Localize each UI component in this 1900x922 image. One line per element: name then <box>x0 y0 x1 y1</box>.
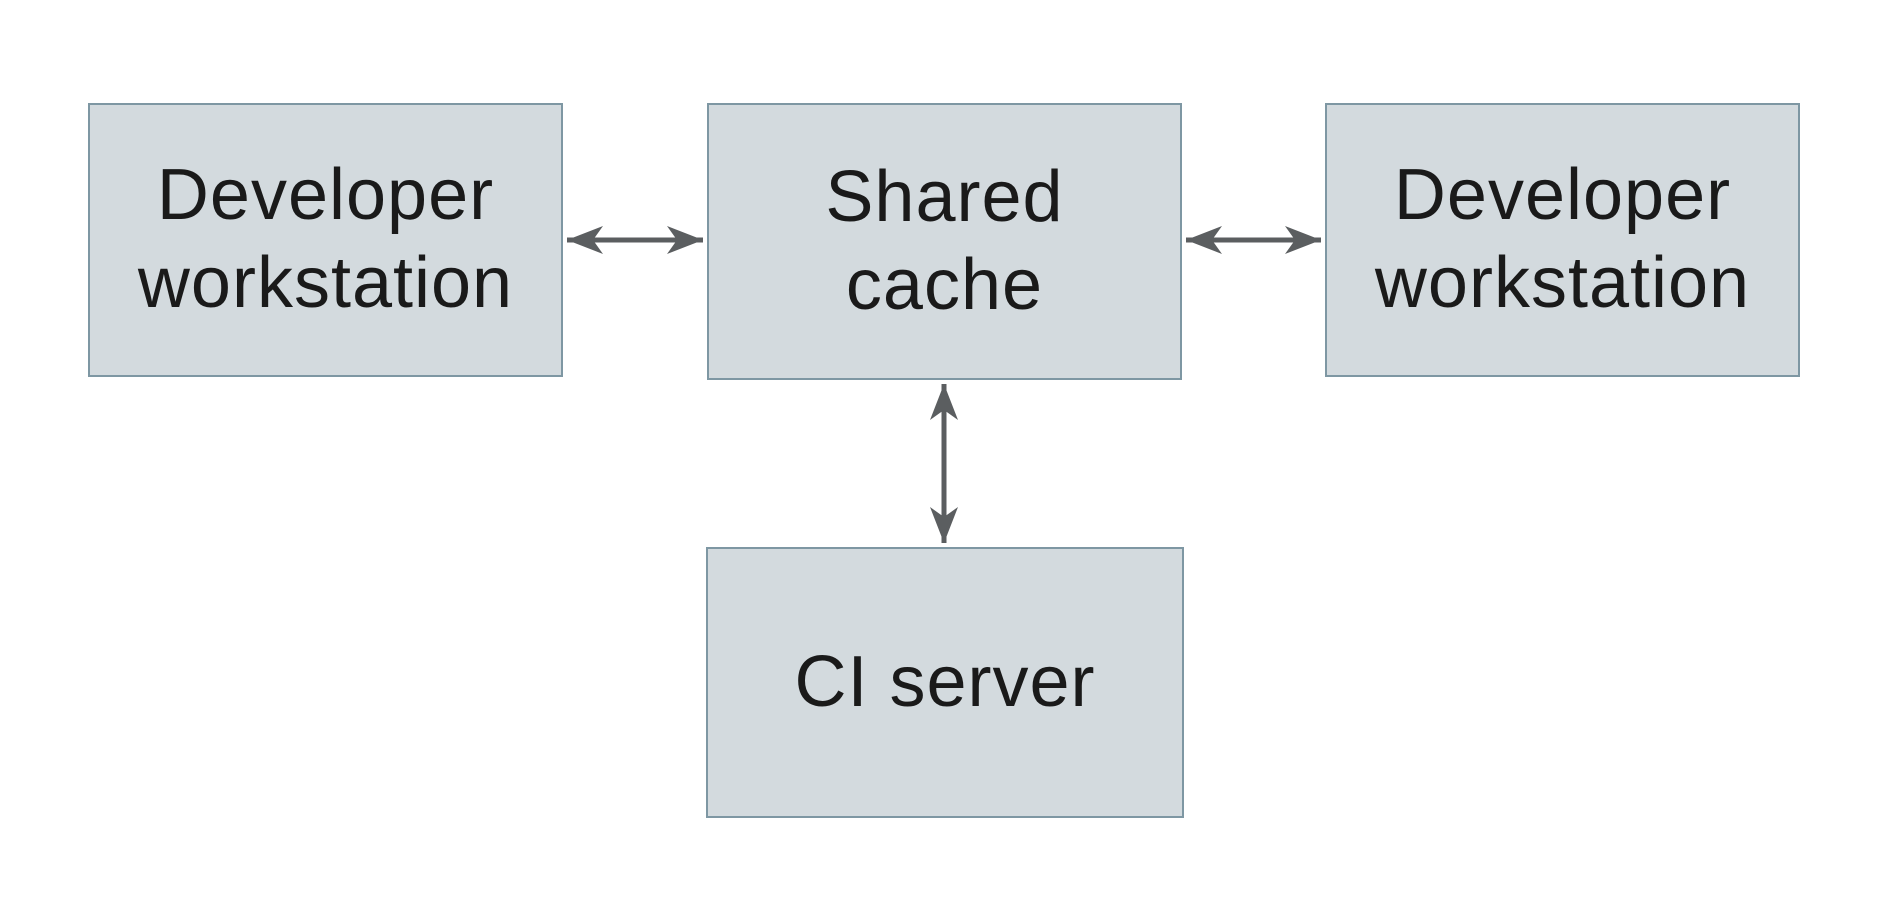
node-developer-workstation-right: Developer workstation <box>1325 103 1800 377</box>
node-label: Developer workstation <box>1374 155 1751 323</box>
node-label: CI server <box>794 641 1096 722</box>
node-label: Shared cache <box>825 156 1064 325</box>
node-ci-server: CI server <box>706 547 1184 818</box>
node-label: Developer workstation <box>137 155 514 323</box>
node-developer-workstation-left: Developer workstation <box>88 103 563 377</box>
node-shared-cache: Shared cache <box>707 103 1182 380</box>
